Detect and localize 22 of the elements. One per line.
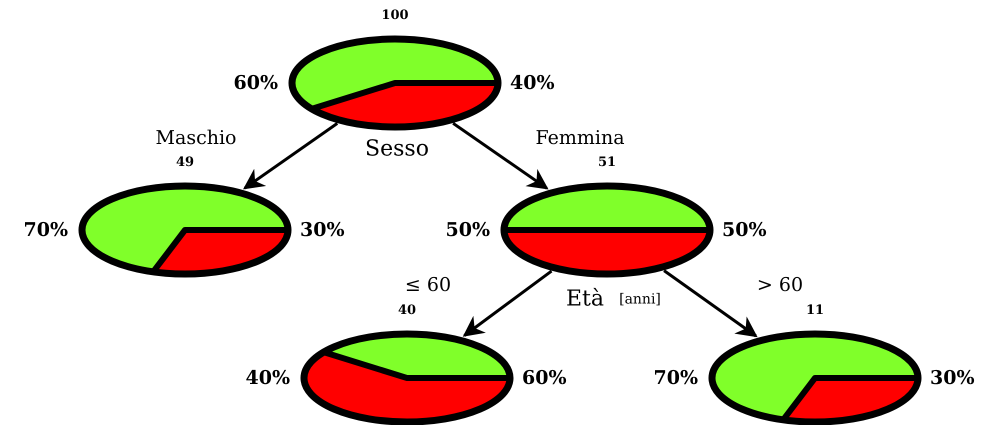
percentage-label: 70% [654, 366, 698, 391]
count-label: 40 [398, 303, 416, 320]
arrow [452, 122, 549, 190]
arrow [462, 270, 552, 337]
percentage-label: 50% [446, 218, 490, 243]
percentage-label: 70% [24, 218, 68, 243]
percentage-label: 30% [930, 366, 974, 391]
percentage-label: 50% [722, 218, 766, 243]
count-label: 100 [381, 8, 409, 25]
count-label: 11 [806, 303, 824, 320]
percentage-label: 60% [234, 71, 278, 96]
percentage-label: 30% [300, 218, 344, 243]
percentage-label: 60% [522, 366, 566, 391]
split-label: Età [566, 286, 604, 314]
arrow [663, 269, 758, 338]
percentage-label: 40% [246, 366, 290, 391]
split-label: Sesso [365, 136, 429, 164]
split-label: [anni] [619, 290, 661, 310]
count-label: 49 [176, 155, 194, 172]
percentage-label: 40% [510, 71, 554, 96]
arrow [243, 122, 338, 190]
count-label: 51 [598, 155, 616, 172]
